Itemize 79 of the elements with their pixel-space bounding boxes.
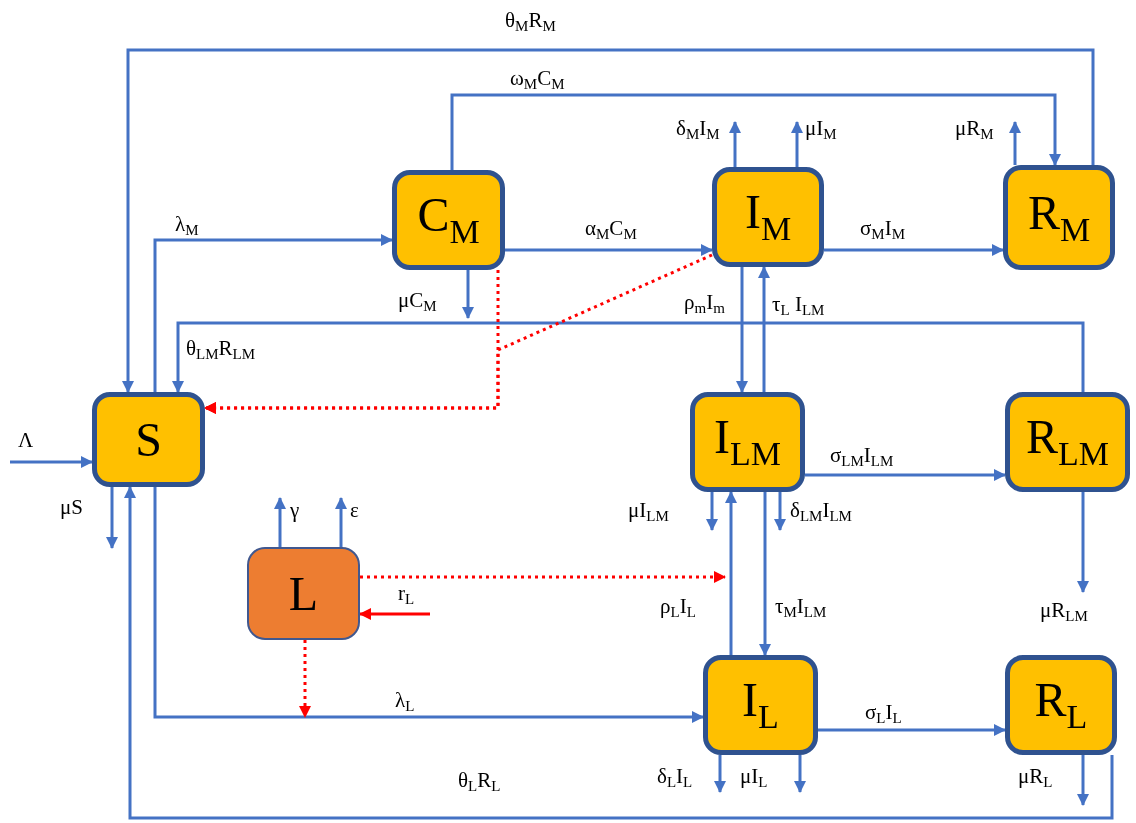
arrow bbox=[729, 121, 741, 167]
compartment-box bbox=[392, 170, 505, 270]
arrow bbox=[736, 267, 748, 393]
edge-label: λ$_{L}$ bbox=[395, 690, 415, 714]
arrow bbox=[714, 755, 726, 793]
arrow bbox=[805, 469, 1006, 481]
dotted-arrow bbox=[360, 571, 726, 583]
edge-label: μI$_{LM}$ bbox=[628, 500, 669, 524]
dotted-arrow bbox=[299, 640, 311, 718]
compartment-label: R$_{M}$ bbox=[1027, 188, 1091, 247]
edge-label: δ$_{L}$I$_{L}$ bbox=[657, 766, 693, 790]
edge-label: μI$_{M}$ bbox=[805, 118, 837, 142]
compartment-label: I$_{L}$ bbox=[742, 676, 779, 734]
compartment-box bbox=[712, 167, 824, 267]
compartment-label: I$_{M}$ bbox=[744, 188, 792, 246]
arrow bbox=[818, 724, 1006, 736]
arrow bbox=[1077, 755, 1089, 806]
compartment-label: I$_{LM}$ bbox=[714, 413, 781, 471]
edge-label: μS bbox=[60, 497, 83, 518]
arrow bbox=[725, 491, 737, 655]
arrow bbox=[450, 93, 1061, 170]
arrow bbox=[153, 234, 393, 392]
compartment-label: L bbox=[288, 569, 319, 618]
edge-label: τ$_{M}$I$_{LM}$ bbox=[775, 596, 827, 620]
edge-label: ρ$_{m}$I$_{m}$ bbox=[684, 292, 725, 316]
arrow bbox=[462, 270, 474, 319]
edge-label: ω$_{M}$C$_{M}$ bbox=[510, 68, 565, 92]
arrow bbox=[759, 492, 771, 656]
arrow bbox=[706, 492, 718, 531]
edge-label: γ bbox=[290, 500, 300, 521]
arrow bbox=[1077, 492, 1089, 593]
compartment-label: R$_{LM}$ bbox=[1026, 413, 1109, 471]
compartment-box bbox=[1003, 165, 1115, 270]
edge-label: α$_{M}$C$_{M}$ bbox=[585, 218, 637, 242]
edge-label: μR$_{M}$ bbox=[955, 118, 994, 142]
arrow bbox=[359, 608, 430, 620]
arrow bbox=[106, 487, 118, 549]
arrow bbox=[1009, 121, 1021, 165]
compartment-box bbox=[1005, 392, 1130, 492]
arrow bbox=[124, 486, 1114, 820]
edge-label: σ$_{LM}$I$_{LM}$ bbox=[830, 445, 894, 469]
arrow bbox=[274, 497, 286, 547]
edge-label: τ$_{L}$ I$_{LM}$ bbox=[772, 294, 825, 318]
arrow bbox=[153, 487, 704, 723]
edge-label: ε bbox=[350, 500, 359, 521]
edge-label: μR$_{LM}$ bbox=[1040, 600, 1088, 624]
edge-label: Λ bbox=[18, 430, 34, 451]
compartment-box bbox=[690, 392, 805, 492]
arrow bbox=[794, 755, 806, 793]
edge-label: δ$_{LM}$I$_{LM}$ bbox=[790, 500, 852, 524]
compartment-label: C$_{M}$ bbox=[417, 191, 480, 249]
compartment-box bbox=[703, 655, 818, 755]
edge-label: μR$_{L}$ bbox=[1018, 766, 1053, 790]
compartment-label: S bbox=[135, 415, 162, 464]
edge-label: r$_{L}$ bbox=[398, 583, 415, 607]
arrow bbox=[791, 121, 803, 167]
edge-label: μI$_{L}$ bbox=[740, 766, 768, 790]
arrow bbox=[10, 456, 93, 468]
arrow bbox=[505, 244, 713, 256]
arrow bbox=[335, 497, 347, 547]
arrow bbox=[122, 48, 1095, 393]
arrow bbox=[172, 321, 1085, 393]
edge-label: δ$_{M}$I$_{M}$ bbox=[676, 118, 720, 142]
edge-label: θ$_{M}$R$_{M}$ bbox=[505, 10, 556, 34]
compartment-box bbox=[92, 392, 205, 487]
arrow bbox=[824, 244, 1004, 256]
edge-label: μC$_{M}$ bbox=[398, 290, 437, 314]
edge-label: θ$_{L}$R$_{L}$ bbox=[458, 770, 501, 794]
dotted-arrow bbox=[204, 253, 713, 414]
edge-label: ρ$_{L}$I$_{L}$ bbox=[660, 596, 696, 620]
arrow bbox=[758, 266, 770, 392]
edge-label: λ$_{M}$ bbox=[175, 214, 199, 238]
compartment-box bbox=[1005, 655, 1117, 755]
arrow bbox=[774, 492, 786, 531]
edge-label: σ$_{L}$I$_{L}$ bbox=[865, 702, 902, 726]
compartment-box bbox=[247, 547, 360, 640]
edge-label: σ$_{M}$I$_{M}$ bbox=[860, 218, 905, 242]
edge-label: θ$_{LM}$R$_{LM}$ bbox=[186, 338, 256, 362]
compartment-label: R$_{L}$ bbox=[1034, 676, 1088, 734]
